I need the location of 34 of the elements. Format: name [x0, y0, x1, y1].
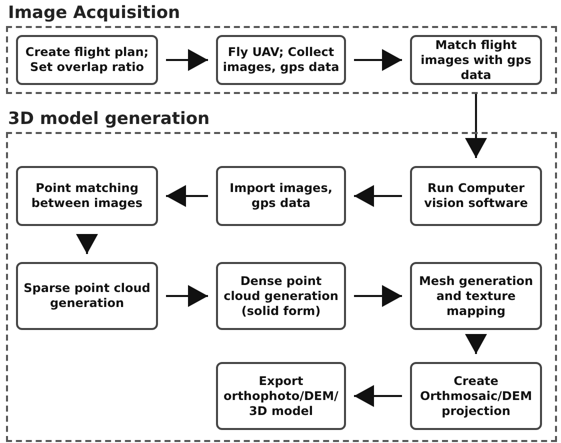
process-box — [216, 166, 346, 226]
process-box — [216, 35, 346, 85]
process-box — [410, 35, 542, 85]
box-text: Sparse point cloud generation — [22, 281, 152, 311]
box-text: Mesh generation and texture mapping — [418, 274, 534, 318]
process-box — [16, 166, 158, 226]
process-box — [410, 362, 542, 430]
box-text: Export orthophoto/DEM/ 3D model — [222, 374, 340, 418]
box-text: Create Orthmosaic/DEM projection — [418, 374, 534, 418]
arrow — [166, 49, 208, 71]
box-text: Import images, gps data — [228, 181, 334, 211]
arrow — [354, 285, 402, 307]
arrow — [465, 93, 487, 158]
box-text: Create flight plan; Set overlap ratio — [24, 45, 150, 75]
box-text: Point matching between images — [30, 181, 144, 211]
arrow — [354, 49, 402, 71]
arrow — [354, 185, 402, 207]
group-heading: 3D model generation — [8, 108, 210, 130]
process-box — [16, 262, 158, 330]
process-box — [16, 35, 158, 85]
arrow — [354, 385, 402, 407]
box-text: Match flight images with gps data — [420, 38, 532, 82]
process-box — [216, 362, 346, 430]
arrow — [465, 334, 487, 354]
box-text: Dense point cloud generation (solid form) — [222, 274, 340, 318]
box-text: Run Computer vision software — [423, 181, 529, 211]
process-box — [410, 262, 542, 330]
arrow — [166, 185, 208, 207]
group-heading: Image Acquisition — [8, 2, 180, 24]
arrow — [76, 234, 98, 254]
process-box — [216, 262, 346, 330]
arrow — [166, 285, 208, 307]
process-box — [410, 166, 542, 226]
box-text: Fly UAV; Collect images, gps data — [222, 45, 340, 75]
